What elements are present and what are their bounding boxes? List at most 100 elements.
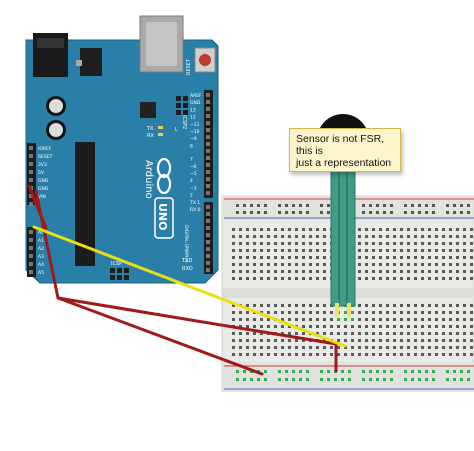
terminal-hole bbox=[239, 263, 242, 266]
terminal-hole bbox=[316, 346, 319, 349]
annotation-note: Sensor is not FSR, this is just a repres… bbox=[289, 128, 401, 172]
terminal-hole bbox=[281, 318, 284, 321]
rail-hole bbox=[404, 204, 407, 207]
terminal-hole bbox=[470, 263, 473, 266]
terminal-hole bbox=[463, 325, 466, 328]
terminal-hole bbox=[386, 318, 389, 321]
wires bbox=[27, 184, 347, 376]
terminal-hole bbox=[323, 270, 326, 273]
icsp-pin bbox=[117, 268, 122, 273]
terminal-hole bbox=[400, 304, 403, 307]
digital-pin-label: RX 0 bbox=[190, 207, 201, 213]
terminal-hole bbox=[428, 332, 431, 335]
digital-pin-label: 4 bbox=[190, 178, 193, 184]
rail-hole bbox=[453, 370, 456, 373]
terminal-hole bbox=[407, 353, 410, 356]
terminal-hole bbox=[281, 346, 284, 349]
terminal-hole bbox=[302, 263, 305, 266]
reset-label: RESET bbox=[186, 58, 192, 75]
terminal-hole bbox=[246, 242, 249, 245]
rxd-label: RXD bbox=[182, 266, 193, 272]
terminal-hole bbox=[253, 318, 256, 321]
rail-hole bbox=[446, 204, 449, 207]
header-pin bbox=[206, 261, 210, 265]
terminal-hole bbox=[365, 270, 368, 273]
rail-hole bbox=[425, 370, 428, 373]
rail-hole bbox=[236, 204, 239, 207]
terminal-hole bbox=[456, 318, 459, 321]
terminal-hole bbox=[435, 325, 438, 328]
header-pin bbox=[29, 194, 33, 198]
terminal-hole bbox=[288, 263, 291, 266]
terminal-hole bbox=[421, 311, 424, 314]
rail-hole bbox=[390, 370, 393, 373]
usb-connector-inner bbox=[146, 22, 177, 66]
rail-hole bbox=[369, 378, 372, 381]
terminal-hole bbox=[400, 249, 403, 252]
terminal-hole bbox=[309, 228, 312, 231]
terminal-hole bbox=[372, 242, 375, 245]
terminal-hole bbox=[309, 346, 312, 349]
terminal-hole bbox=[323, 228, 326, 231]
terminal-hole bbox=[232, 263, 235, 266]
rail-hole bbox=[243, 211, 246, 214]
terminal-hole bbox=[246, 311, 249, 314]
terminal-hole bbox=[456, 277, 459, 280]
tx-led bbox=[158, 126, 163, 129]
terminal-hole bbox=[449, 311, 452, 314]
terminal-hole bbox=[470, 249, 473, 252]
terminal-hole bbox=[449, 277, 452, 280]
rail-hole bbox=[376, 211, 379, 214]
rail-hole bbox=[383, 370, 386, 373]
terminal-hole bbox=[232, 249, 235, 252]
rail-hole bbox=[362, 378, 365, 381]
terminal-hole bbox=[358, 277, 361, 280]
terminal-hole bbox=[407, 235, 410, 238]
analog-pin-label: A3 bbox=[38, 254, 44, 260]
terminal-hole bbox=[435, 277, 438, 280]
terminal-hole bbox=[435, 353, 438, 356]
terminal-hole bbox=[379, 346, 382, 349]
rail-hole bbox=[292, 211, 295, 214]
terminal-hole bbox=[400, 242, 403, 245]
terminal-hole bbox=[386, 339, 389, 342]
rail-hole bbox=[411, 370, 414, 373]
terminal-hole bbox=[470, 228, 473, 231]
terminal-hole bbox=[232, 277, 235, 280]
rail-hole bbox=[264, 378, 267, 381]
terminal-hole bbox=[463, 235, 466, 238]
terminal-hole bbox=[309, 353, 312, 356]
terminal-hole bbox=[456, 304, 459, 307]
rail-hole bbox=[404, 378, 407, 381]
terminal-hole bbox=[428, 353, 431, 356]
terminal-hole bbox=[344, 332, 347, 335]
terminal-hole bbox=[351, 353, 354, 356]
terminal-hole bbox=[379, 339, 382, 342]
terminal-hole bbox=[435, 263, 438, 266]
terminal-hole bbox=[288, 235, 291, 238]
terminal-hole bbox=[435, 242, 438, 245]
digital-pin-label: 2 bbox=[190, 193, 193, 199]
digital-pin-label: 8 bbox=[190, 143, 193, 149]
rail-hole bbox=[341, 370, 344, 373]
terminal-hole bbox=[358, 346, 361, 349]
rail-hole bbox=[467, 211, 470, 214]
rail-hole bbox=[418, 378, 421, 381]
terminal-hole bbox=[386, 242, 389, 245]
rail-hole bbox=[285, 204, 288, 207]
terminal-hole bbox=[414, 270, 417, 273]
terminal-hole bbox=[463, 346, 466, 349]
header-pin bbox=[206, 233, 210, 237]
terminal-hole bbox=[442, 332, 445, 335]
rail-hole bbox=[425, 378, 428, 381]
terminal-hole bbox=[295, 249, 298, 252]
terminal-hole bbox=[232, 311, 235, 314]
terminal-hole bbox=[246, 235, 249, 238]
rail-hole bbox=[432, 204, 435, 207]
terminal-hole bbox=[400, 256, 403, 259]
rail-hole bbox=[306, 378, 309, 381]
digital-pin-label: 7 bbox=[190, 157, 193, 163]
terminal-hole bbox=[372, 270, 375, 273]
terminal-hole bbox=[288, 325, 291, 328]
terminal-hole bbox=[358, 270, 361, 273]
